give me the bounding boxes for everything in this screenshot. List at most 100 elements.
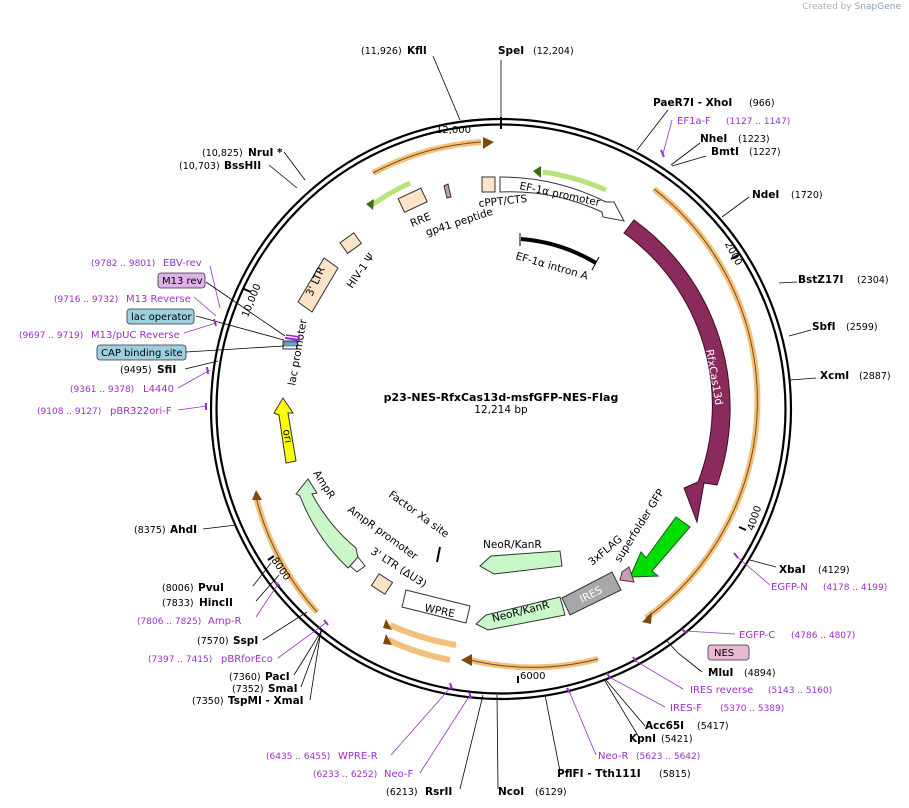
site-sfiI-pos: (9495) (120, 365, 152, 376)
site-ndeI-pos: (1720) (791, 190, 823, 201)
box-nes-label: NES (714, 648, 734, 659)
snapgene-brand: SnapGene (854, 2, 901, 12)
site-mluI-pos: (4894) (744, 668, 776, 679)
primer-mark-m13-cluster (284, 337, 301, 341)
site-speI-pos: (12,204) (533, 46, 574, 57)
label-ori: ori (280, 428, 294, 444)
primer-l4440: L4440 (143, 384, 174, 395)
site-rsrII: RsrII (425, 786, 452, 798)
site-sbfI: SbfI (812, 321, 836, 333)
site-xbaI-pos: (4129) (818, 565, 850, 576)
arc-orange-ires-neo-line (469, 658, 599, 668)
feature-gp41 (443, 183, 452, 199)
site-kflI-pos: (11,926) (361, 46, 402, 57)
primer-pbrforeco: pBRforEco (221, 654, 273, 665)
site-kpnI-pos: (5421) (661, 734, 693, 745)
arc-green-ef1a (542, 169, 608, 193)
site-nruI: NruI * (248, 147, 283, 159)
site-mluI: MluI (708, 667, 733, 679)
site-pflfI-tth111I-pos: (5815) (659, 769, 691, 780)
primer-ires-reverse-range: (5143 .. 5160) (768, 686, 832, 696)
site-paer7i-xhoi: PaeR7I - XhoI (653, 97, 732, 109)
feature-3ltr (297, 257, 339, 313)
primer-ticks (205, 149, 739, 699)
label-hiv-psi: HIV-1 Ψ (345, 251, 378, 290)
tick-label-4000: 4000 (746, 504, 764, 532)
box-lac-operator (126, 308, 195, 325)
site-sspI-pos: (7570) (197, 636, 229, 647)
site-nheI: NheI (700, 133, 727, 145)
primer-wpre-r-range: (6435 .. 6455) (266, 752, 330, 762)
feature-rre (397, 187, 428, 213)
site-bsshII: BssHII (224, 160, 261, 172)
feature-wpre (401, 589, 471, 624)
label-gp41: gp41 peptide (424, 206, 494, 239)
primer-egfp-c-range: (4786 .. 4807) (791, 631, 855, 641)
site-smaI: SmaI (268, 683, 298, 695)
site-nruI-pos: (10,825) (202, 148, 243, 159)
tick-label-6000: 6000 (520, 671, 545, 682)
primer-ires-reverse: IRES reverse (690, 685, 753, 696)
arrowhead-3ltr (483, 137, 494, 149)
arrowhead-wpre-1 (383, 619, 392, 630)
primer-m13-reverse: M13 Reverse (126, 294, 191, 305)
feature-ef1a-intron (520, 237, 598, 265)
box-cap-binding-site (96, 344, 187, 361)
primer-m13puc-reverse-range: (9697 .. 9719) (19, 331, 83, 341)
primer-ires-f: IRES-F (670, 703, 702, 714)
site-pvuI-pos: (8006) (162, 583, 194, 594)
site-smaI-pos: (7352) (232, 684, 264, 695)
primer-neo-r: Neo-R (598, 751, 629, 762)
site-speI: SpeI (498, 45, 524, 57)
site-hincII: HincII (199, 597, 233, 609)
arrowhead-green-rre (366, 199, 374, 210)
site-sspI: SspI (233, 635, 258, 647)
label-ampr: AmpR (310, 468, 337, 501)
box-m13-rev (157, 272, 206, 289)
primer-neo-r-range: (5623 .. 5642) (636, 752, 700, 762)
primer-pbr322ori-f: pBR322ori-F (110, 406, 172, 417)
arrowhead-ires-neo (461, 654, 472, 666)
site-bstz17I: BstZ17I (798, 274, 843, 286)
site-xbaI: XbaI (779, 564, 806, 576)
primer-neo-f: Neo-F (384, 769, 414, 780)
label-lac-promoter: lac promoter (286, 318, 310, 387)
feature-rfxcas13d (623, 219, 731, 524)
watermark-prefix: Created by (802, 2, 852, 12)
feature-ampr-promoter (349, 556, 366, 573)
feature-ires (561, 571, 622, 616)
backbone-ticks (243, 117, 747, 683)
box-nes (707, 644, 750, 661)
label-cppt: cPPT/CTS (478, 193, 528, 210)
label-neokanr-inner: NeoR/KanR (483, 539, 542, 551)
feature-3xflag (619, 566, 635, 583)
site-bsshII-pos: (10,703) (179, 161, 220, 172)
site-ahdI-pos: (8375) (134, 525, 166, 536)
boxed-labels: NES M13 rev lac operator CAP binding sit… (96, 272, 750, 661)
feature-ef1a-promoter (499, 176, 625, 222)
primer-ef1a-f: EF1a-F (677, 116, 711, 127)
plasmid-name: p23-NES-RfxCas13d-msfGFP-NES-Flag (384, 391, 619, 404)
primer-egfp-c: EGFP-C (739, 630, 775, 641)
arc-orange-3ltr-line (372, 141, 482, 174)
primer-egfp-n: EGFP-N (771, 582, 808, 593)
site-hincII-pos: (7833) (162, 598, 194, 609)
primer-wpre-r: WPRE-R (338, 751, 378, 762)
site-bstz17I-pos: (2304) (857, 275, 889, 286)
arrowhead-wpre-2 (383, 634, 392, 645)
tick-label-12000: 12,000 (436, 125, 471, 136)
site-tspmi-xmai: TspMI - XmaI (228, 695, 304, 707)
site-rsrII-pos: (6213) (386, 787, 418, 798)
box-cap-binding-site-label: CAP binding site (101, 348, 183, 359)
label-factor-xa: Factor Xa site (386, 489, 451, 541)
primer-ires-f-range: (5370 .. 5389) (720, 704, 784, 714)
feature-ampr (295, 478, 359, 569)
site-pvuI: PvuI (198, 582, 224, 594)
site-sfiI: SfiI (157, 364, 176, 376)
primer-amp-r-range: (7806 .. 7825) (137, 617, 201, 627)
feature-neokanr-inner (479, 550, 563, 575)
arc-orange-wpre-1 (388, 622, 457, 648)
feature-ef1a-intron-cap-end (591, 256, 600, 271)
primer-egfp-n-range: (4178 .. 4199) (823, 583, 887, 593)
